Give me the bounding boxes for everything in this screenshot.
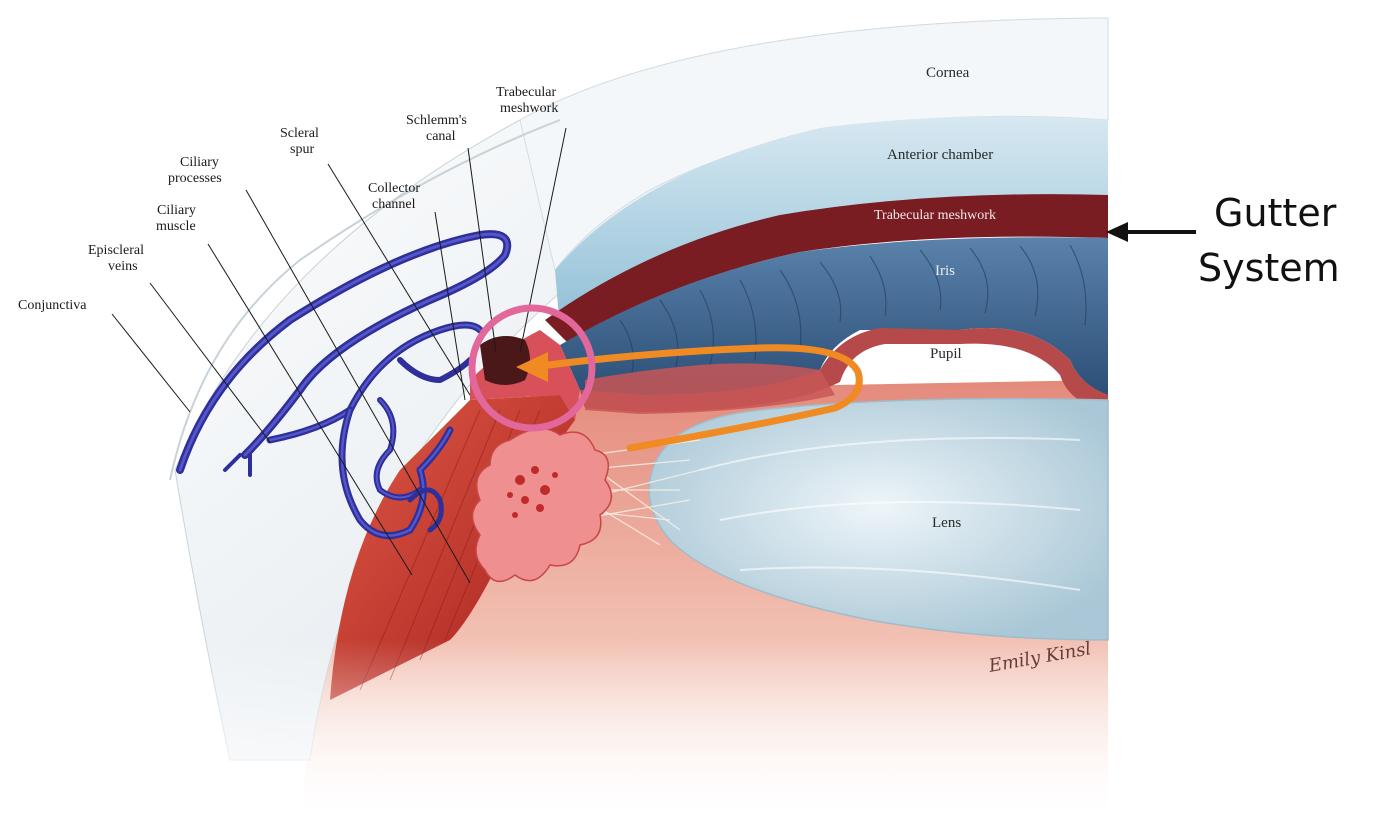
label-schlemms-canal-line1: Schlemm's: [406, 113, 467, 128]
label-collector-channel-line2: channel: [372, 197, 416, 212]
label-ciliary-processes-line1: Ciliary: [180, 155, 219, 170]
label-ciliary-processes-line2: processes: [168, 171, 222, 186]
label-iris: Iris: [935, 263, 955, 279]
callout-line1: Gutter: [1214, 191, 1337, 235]
label-scleral-spur-line2: spur: [290, 142, 314, 157]
label-schlemms-canal-line2: canal: [426, 129, 456, 144]
label-trabecular-meshwork-line2: meshwork: [500, 101, 558, 116]
label-ciliary-muscle-line1: Ciliary: [157, 203, 196, 218]
label-pupil: Pupil: [930, 346, 962, 362]
label-episcleral-veins-line1: Episcleral: [88, 243, 144, 258]
callout-line2: System: [1198, 246, 1340, 290]
bottom-fade: [180, 640, 1110, 826]
label-lens: Lens: [932, 515, 961, 531]
label-scleral-spur-line1: Scleral: [280, 126, 319, 141]
label-anterior-chamber: Anterior chamber: [887, 147, 993, 163]
label-cornea: Cornea: [926, 65, 970, 81]
label-ciliary-muscle-line2: muscle: [156, 219, 196, 234]
label-trabecular-meshwork-line1: Trabecular: [496, 85, 556, 100]
label-conjunctiva: Conjunctiva: [18, 298, 87, 313]
schlemms-canal-tissue: [480, 336, 530, 385]
label-collector-channel-line1: Collector: [368, 181, 420, 196]
label-episcleral-veins-line2: veins: [108, 259, 138, 274]
gutter-system-callout: Gutter System: [1106, 191, 1340, 290]
label-trabecular-meshwork-band: Trabecular meshwork: [874, 208, 996, 223]
callout-arrow-icon: [1106, 222, 1128, 242]
